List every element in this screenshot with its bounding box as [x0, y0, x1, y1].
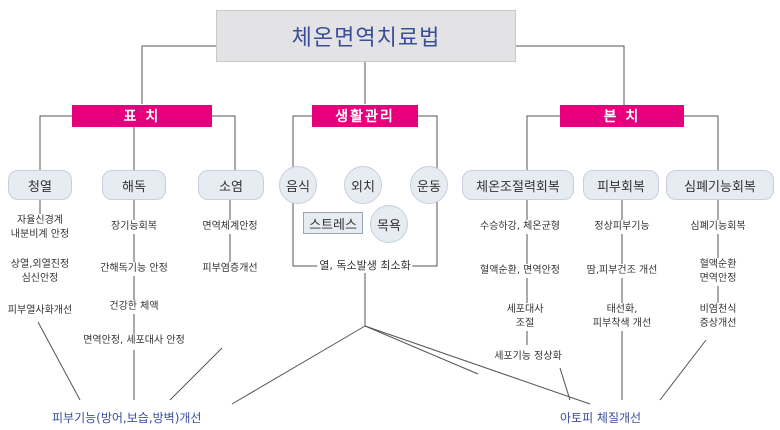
- effect-item: 자율신경계 내분비계 안정: [8, 214, 72, 242]
- connector: [37, 321, 81, 401]
- connector: [659, 339, 707, 401]
- effect-item: 혈액순환, 면역안정: [478, 264, 562, 278]
- effect-item: 비염천식 증상개선: [697, 303, 739, 331]
- lifestyle-header: 생활관리: [312, 105, 418, 127]
- category-haedok: 해독: [102, 170, 166, 200]
- outcome-skin-function: 피부기능(방어,보습,방벽)개선: [52, 411, 202, 425]
- effect-item: 장기능회복: [109, 220, 159, 234]
- connector: [364, 325, 479, 375]
- connector: [212, 115, 236, 172]
- connector: [169, 347, 223, 401]
- connector: [514, 45, 625, 106]
- connector: [684, 115, 719, 172]
- diagram-title: 체온면역치료법: [216, 10, 516, 62]
- lifestyle-bath: 목욕: [370, 205, 408, 243]
- pyochi-header: 표 치: [72, 105, 212, 127]
- effect-item: 간해독기능 안정: [98, 262, 170, 276]
- lifestyle-result: 열, 독소발생 최소화: [317, 259, 413, 273]
- category-body-temp: 체온조절력회복: [462, 170, 574, 200]
- effect-item: 면역안정, 세포대사 안정: [81, 334, 187, 348]
- lifestyle-stress: 스트레스: [303, 212, 363, 234]
- effect-item: 세포대사 조절: [504, 303, 546, 331]
- effect-item: 세포기능 정상화: [492, 350, 564, 364]
- connector: [526, 115, 560, 172]
- lifestyle-food: 음식: [279, 166, 317, 204]
- effect-item: 정상피부기능: [592, 220, 652, 234]
- category-cheongyeol: 청열: [8, 170, 72, 200]
- effect-item: 땀,피부건조 개선: [584, 264, 660, 278]
- connector: [141, 45, 216, 104]
- effect-item: 면역체계안정: [200, 220, 260, 234]
- effect-item: 심폐기능회복: [688, 220, 748, 234]
- outcome-atopy-constitution: 아토피 체질개선: [560, 411, 642, 425]
- category-skin: 피부회복: [583, 170, 659, 200]
- effect-item: 피부염증개선: [200, 262, 260, 276]
- effect-item: 태선화, 피부착색 개선: [590, 303, 654, 331]
- effect-item: 수승하강, 체온균형: [478, 220, 562, 234]
- category-cardiopulmonary: 심폐기능회복: [666, 170, 774, 200]
- effect-item: 건강한 체액: [107, 300, 161, 314]
- category-soyeom: 소염: [198, 170, 264, 200]
- lifestyle-external: 외치: [344, 166, 382, 204]
- connector: [231, 325, 366, 405]
- effect-item: 피부열사화개선: [5, 304, 75, 318]
- effect-item: 상열,외열진정 심신안정: [8, 258, 72, 286]
- connector: [559, 367, 571, 401]
- lifestyle-exercise: 운동: [410, 166, 448, 204]
- effect-item: 혈액순환 면역안정: [697, 258, 739, 286]
- bonchi-header: 본 치: [560, 105, 684, 127]
- connector: [39, 115, 72, 172]
- connector: [364, 325, 591, 405]
